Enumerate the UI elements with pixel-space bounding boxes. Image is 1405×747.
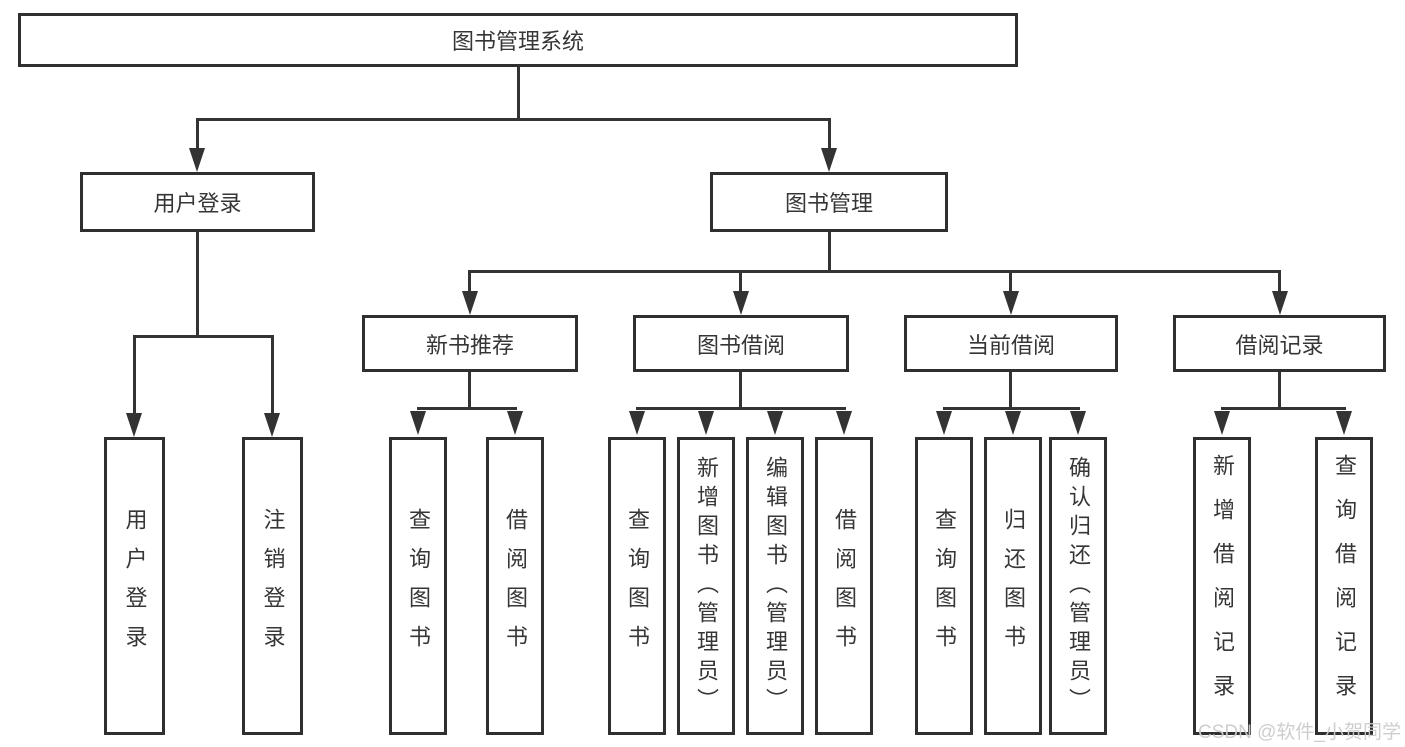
leaf-return-book: 归还图书 [984, 437, 1042, 735]
node-user-login: 用户登录 [80, 172, 315, 232]
connector-line [1278, 270, 1281, 294]
leaf-borrow-books-recommend-label: 借阅图书 [503, 508, 528, 664]
leaf-add-book-admin-label: 新增图书（管理员） [694, 455, 719, 717]
connector-line [417, 407, 517, 410]
node-new-book-recommend: 新书推荐 [362, 315, 578, 372]
leaf-query-books-current: 查询图书 [915, 437, 973, 735]
connector-line [468, 270, 471, 294]
node-book-borrow: 图书借阅 [633, 315, 849, 372]
arrow-down-icon [821, 148, 837, 172]
leaf-query-books-recommend: 查询图书 [389, 437, 447, 735]
arrow-down-icon [767, 411, 783, 435]
leaf-query-books-current-label: 查询图书 [932, 508, 957, 664]
leaf-query-books-borrow-label: 查询图书 [625, 508, 650, 664]
leaf-query-books-borrow: 查询图书 [608, 437, 666, 735]
connector-line [468, 270, 1281, 273]
leaf-edit-book-admin: 编辑图书（管理员） [746, 437, 804, 735]
leaf-user-login-label: 用户登录 [122, 508, 148, 664]
connector-line [196, 232, 199, 336]
arrow-down-icon [629, 411, 645, 435]
arrow-down-icon [410, 411, 426, 435]
node-root: 图书管理系统 [18, 13, 1018, 67]
connector-line [943, 407, 1080, 410]
node-user-login-label: 用户登录 [153, 191, 242, 216]
node-book-borrow-label: 图书借阅 [696, 332, 785, 358]
connector-line [739, 270, 742, 294]
node-root-label: 图书管理系统 [451, 29, 584, 54]
arrow-down-icon [836, 411, 852, 435]
leaf-logout: 注销登录 [242, 437, 303, 735]
leaf-borrow-books-recommend: 借阅图书 [486, 437, 544, 735]
arrow-down-icon [936, 411, 952, 435]
connector-line [828, 232, 831, 272]
connector-line [1009, 270, 1012, 294]
arrow-down-icon [1003, 291, 1019, 315]
node-borrow-records: 借阅记录 [1173, 315, 1386, 372]
node-current-borrow-label: 当前借阅 [966, 332, 1055, 358]
arrow-down-icon [189, 148, 205, 172]
connector-line [828, 118, 831, 152]
connector-line [739, 372, 742, 410]
leaf-borrow-books-borrow: 借阅图书 [815, 437, 873, 735]
arrow-down-icon [1336, 411, 1352, 435]
connector-line [1009, 372, 1012, 410]
leaf-return-book-label: 归还图书 [1001, 508, 1026, 664]
arrow-down-icon [507, 411, 523, 435]
arrow-down-icon [1272, 291, 1288, 315]
arrow-down-icon [733, 291, 749, 315]
leaf-query-books-recommend-label: 查询图书 [406, 508, 431, 664]
connector-line [196, 118, 830, 121]
node-book-management-label: 图书管理 [784, 191, 873, 216]
leaf-borrow-books-borrow-label: 借阅图书 [832, 508, 857, 664]
connector-line [468, 372, 471, 410]
node-new-book-recommend-label: 新书推荐 [425, 332, 514, 358]
leaf-add-borrow-record-label: 新增借阅记录 [1210, 454, 1235, 718]
node-book-management: 图书管理 [710, 172, 948, 232]
leaf-user-login: 用户登录 [104, 437, 165, 735]
leaf-add-borrow-record: 新增借阅记录 [1193, 437, 1251, 735]
arrow-down-icon [698, 411, 714, 435]
node-current-borrow: 当前借阅 [904, 315, 1118, 372]
arrow-down-icon [126, 413, 142, 437]
connector-line [1221, 407, 1346, 410]
leaf-edit-book-admin-label: 编辑图书（管理员） [763, 455, 788, 717]
connector-line [133, 335, 274, 338]
leaf-add-book-admin: 新增图书（管理员） [677, 437, 735, 735]
leaf-confirm-return-admin-label: 确认归还（管理员） [1066, 455, 1091, 717]
connector-line [636, 407, 846, 410]
connector-line [271, 335, 274, 415]
arrow-down-icon [462, 291, 478, 315]
connector-line [517, 67, 520, 119]
arrow-down-icon [264, 413, 280, 437]
arrow-down-icon [1070, 411, 1086, 435]
node-borrow-records-label: 借阅记录 [1235, 332, 1324, 358]
leaf-query-borrow-record: 查询借阅记录 [1315, 437, 1373, 735]
connector-line [133, 335, 136, 415]
arrow-down-icon [1214, 411, 1230, 435]
leaf-confirm-return-admin: 确认归还（管理员） [1049, 437, 1107, 735]
leaf-query-borrow-record-label: 查询借阅记录 [1332, 454, 1357, 718]
connector-line [196, 118, 199, 152]
csdn-watermark: CSDN @软件_小贺同学 [1198, 722, 1401, 743]
leaf-logout-label: 注销登录 [260, 508, 286, 664]
connector-line [1278, 372, 1281, 410]
arrow-down-icon [1005, 411, 1021, 435]
